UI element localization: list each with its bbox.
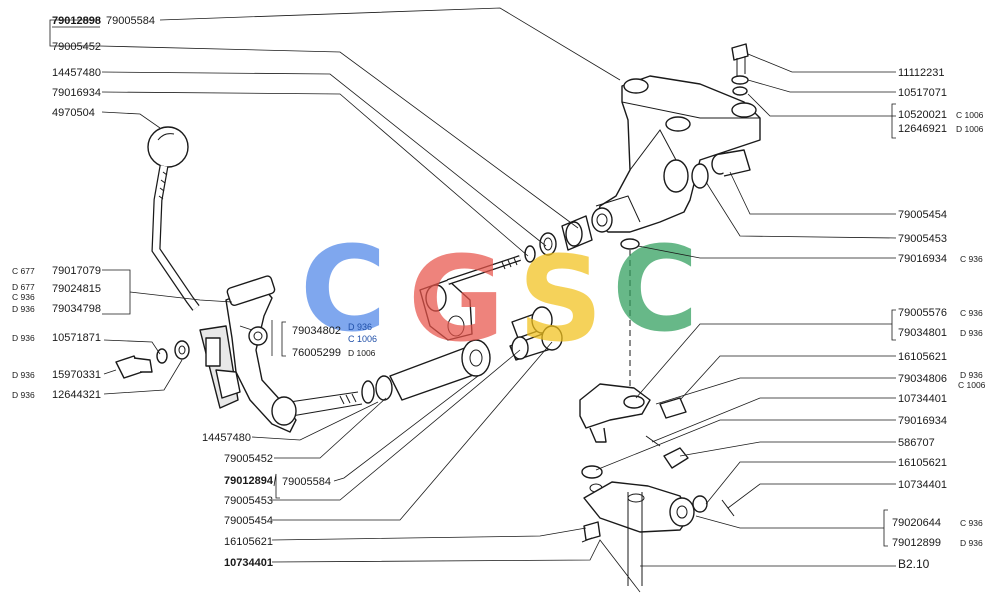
watermark-letter-c1: C	[300, 220, 387, 358]
label-16105621-r8: 16105621	[898, 351, 947, 363]
code-d936-r15: D 936	[960, 538, 983, 548]
top-bolt-set	[731, 43, 749, 96]
label-16105621-r13: 16105621	[898, 457, 947, 469]
label-4970504: 4970504	[52, 107, 95, 119]
label-76005299: 76005299	[292, 347, 341, 359]
code-c936-r7: C 936	[960, 308, 983, 318]
label-79012894: 79012894	[224, 475, 274, 487]
label-79005453-right: 79005453	[898, 233, 947, 245]
label-79034802: 79034802	[292, 325, 341, 337]
vertical-shaft-assembly	[579, 238, 735, 586]
label-79005584-bottom: 79005584	[282, 476, 331, 488]
code-d936-l5: D 936	[12, 333, 35, 343]
code-d1006-r3: D 1006	[956, 124, 984, 134]
code-d936-l4: D 936	[12, 304, 35, 314]
code-c1006-r9: C 1006	[958, 380, 986, 390]
shift-rod	[271, 339, 491, 426]
label-10517071: 10517071	[898, 87, 947, 99]
labels-left: C 677 79017079 D 677 79024815 C 936 D 93…	[12, 265, 101, 401]
label-79034801: 79034801	[898, 327, 947, 339]
label-79005576: 79005576	[898, 307, 947, 319]
label-79005584-top: 79005584	[106, 15, 155, 27]
code-d936-r7: D 936	[960, 328, 983, 338]
code-d936-r9: D 936	[960, 370, 983, 380]
label-79024815: 79024815	[52, 283, 101, 295]
cgsc-watermark: C G S C	[300, 220, 699, 368]
label-79020644: 79020644	[892, 517, 941, 529]
label-16105621-bottom: 16105621	[224, 536, 273, 548]
lever-bracket	[199, 275, 297, 433]
label-79012898: 79012898	[52, 15, 101, 27]
label-79005452-bottom: 79005452	[224, 453, 273, 465]
code-d936-center: D 936	[348, 322, 372, 332]
selector-fork	[579, 383, 651, 429]
lever-knob	[147, 126, 189, 168]
code-d1006-center: D 1006	[348, 348, 376, 358]
labels-top-left: 79012898 79005584 79005452 14457480 7901…	[52, 15, 155, 119]
top-hex-bolt	[731, 43, 749, 61]
label-79016934-right: 79016934	[898, 253, 947, 265]
labels-right: 11112231 10517071 10520021 C 1006 126469…	[892, 67, 986, 571]
label-10734401-bottom: 10734401	[224, 557, 273, 569]
parts-drawing	[115, 43, 761, 586]
label-10571871: 10571871	[52, 332, 101, 344]
left-bolt-set	[115, 340, 190, 379]
code-c1006-center: C 1006	[348, 334, 377, 344]
rod-washer	[361, 380, 375, 404]
label-79005454-bottom: 79005454	[224, 515, 273, 527]
code-c936-r15: C 936	[960, 518, 983, 528]
label-15970331: 15970331	[52, 369, 101, 381]
label-79034806: 79034806	[898, 373, 947, 385]
labels-bottom-left: 14457480 79005452 79012894 79005584 7900…	[202, 432, 331, 569]
code-d677: D 677	[12, 282, 35, 292]
code-c677: C 677	[12, 266, 35, 276]
center-bolts	[509, 306, 563, 361]
code-d936-l7: D 936	[12, 390, 35, 400]
label-10734401-r10: 10734401	[898, 393, 947, 405]
watermark-letter-s: S	[518, 230, 603, 368]
label-10734401-r14: 10734401	[898, 479, 947, 491]
label-79012899: 79012899	[892, 537, 941, 549]
label-11112231: 11112231	[898, 67, 945, 79]
washer-large	[174, 340, 190, 360]
main-bracket	[591, 75, 761, 233]
label-14457480-top: 14457480	[52, 67, 101, 79]
label-586707: 586707	[898, 437, 935, 449]
label-79034798: 79034798	[52, 303, 101, 315]
label-10520021: 10520021	[898, 109, 947, 121]
leader-lines	[49, 7, 897, 593]
label-12644321: 12644321	[52, 389, 101, 401]
code-c936-r6: C 936	[960, 254, 983, 264]
label-79005453-bottom: 79005453	[224, 495, 273, 507]
gear-lever	[147, 126, 200, 311]
diagram-reference: B2.10	[898, 557, 930, 571]
watermark-letter-c2: C	[612, 220, 699, 358]
label-79017079: 79017079	[52, 265, 101, 277]
washer-small	[156, 348, 168, 364]
label-79005452-top: 79005452	[52, 41, 101, 53]
label-79016934-r11: 79016934	[898, 415, 947, 427]
label-12646921: 12646921	[898, 123, 947, 135]
label-79005454-right: 79005454	[898, 209, 947, 221]
label-79016934-top: 79016934	[52, 87, 101, 99]
code-c1006-r3: C 1006	[956, 110, 984, 120]
code-c936-left: C 936	[12, 292, 35, 302]
watermark-letter-g: G	[408, 230, 505, 368]
label-14457480-bottom: 14457480	[202, 432, 251, 444]
labels-center: 79034802 D 936 C 1006 76005299 D 1006	[281, 321, 377, 359]
code-d936-l6: D 936	[12, 370, 35, 380]
